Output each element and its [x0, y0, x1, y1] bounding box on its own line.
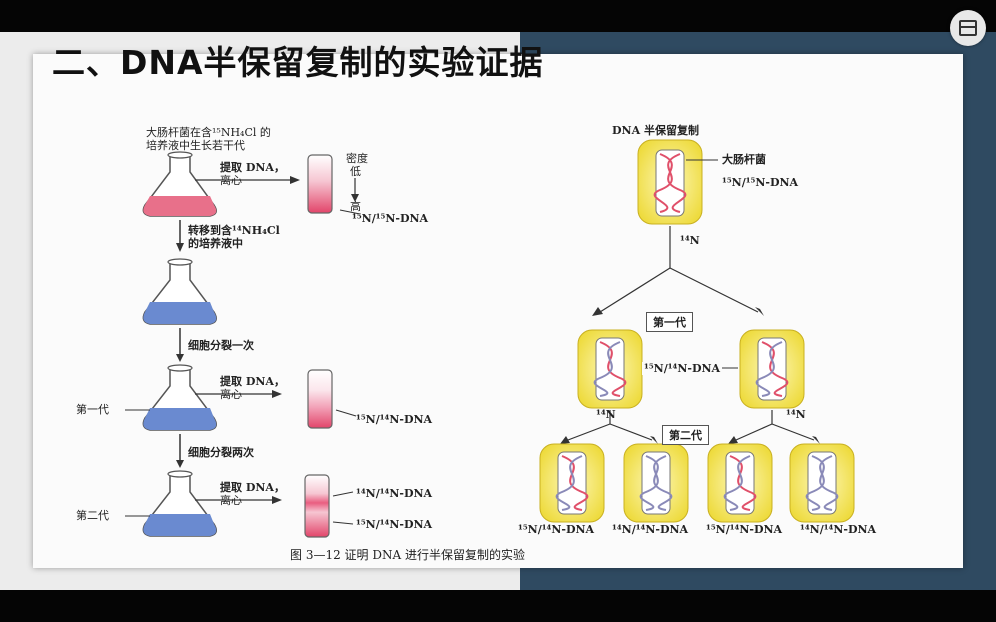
- label-transfer-1: 转移到含¹⁴NH₄Cl: [188, 224, 280, 237]
- flask-light-medium: [142, 258, 217, 325]
- gen2-cell-1: [539, 443, 605, 523]
- flask-generation-1: [142, 364, 217, 431]
- flask-heavy-medium: [142, 151, 217, 217]
- label-ecoli: 大肠杆菌: [722, 153, 766, 166]
- tube-1: [307, 154, 333, 214]
- label-gen2-dna-2: ¹⁴N/¹⁴N-DNA: [612, 523, 689, 536]
- label-grow-2: 培养液中生长若干代: [146, 139, 245, 152]
- gen2-cell-4: [789, 443, 855, 523]
- label-divide-twice: 细胞分裂两次: [188, 446, 254, 459]
- label-extract-1b: 离心: [220, 174, 242, 187]
- label-band-3a: ¹⁴N/¹⁴N-DNA: [356, 487, 433, 500]
- label-band-3b: ¹⁵N/¹⁴N-DNA: [356, 518, 433, 531]
- label-extract-3: 提取 DNA，: [220, 481, 285, 494]
- tube-2: [307, 369, 333, 429]
- label-generation-1: 第一代: [76, 403, 109, 416]
- gen2-cell-2: [623, 443, 689, 523]
- figure-caption: 图 3—12 证明 DNA 进行半保留复制的实验: [290, 548, 525, 562]
- label-extract-2: 提取 DNA，: [220, 375, 285, 388]
- label-extract-3b: 离心: [220, 494, 242, 507]
- label-gen2-dna-4: ¹⁴N/¹⁴N-DNA: [800, 523, 877, 536]
- label-box-generation-1: 第一代: [646, 312, 693, 332]
- label-density-low: 低: [350, 165, 361, 178]
- gen2-cell-3: [707, 443, 773, 523]
- slide-title: 二、DNA半保留复制的实验证据: [52, 43, 544, 82]
- label-gen1-dna: ¹⁵N/¹⁴N-DNA: [642, 362, 723, 375]
- parent-cell: [637, 139, 703, 225]
- label-density-high: 高: [350, 200, 361, 213]
- label-grow-1: 大肠杆菌在含¹⁵NH₄Cl 的: [146, 126, 271, 139]
- label-n14-right: ¹⁴N: [786, 408, 806, 421]
- label-density: 密度: [346, 152, 368, 165]
- label-divide-once: 细胞分裂一次: [188, 339, 254, 352]
- label-parent-dna: ¹⁵N/¹⁵N-DNA: [722, 176, 799, 189]
- label-extract-1: 提取 DNA，: [220, 161, 285, 174]
- bottom-black-bar: [0, 590, 996, 622]
- flask-generation-2: [142, 470, 217, 537]
- label-generation-2: 第二代: [76, 509, 109, 522]
- label-box-generation-2: 第二代: [662, 425, 709, 445]
- label-n14-top: ¹⁴N: [680, 234, 700, 247]
- minimize-window-button[interactable]: [950, 10, 986, 46]
- gen1-cell-left: [577, 329, 643, 409]
- top-black-bar: [0, 0, 996, 32]
- window-icon: [959, 20, 977, 36]
- label-dna-semi-conservative: DNA 半保留复制: [612, 124, 699, 137]
- label-extract-2b: 离心: [220, 388, 242, 401]
- label-gen2-dna-1: ¹⁵N/¹⁴N-DNA: [518, 523, 595, 536]
- label-band-2: ¹⁵N/¹⁴N-DNA: [356, 413, 433, 426]
- gen1-cell-right: [739, 329, 805, 409]
- label-n14-left: ¹⁴N: [596, 408, 616, 421]
- label-band-1: ¹⁵N/¹⁵N-DNA: [352, 212, 429, 225]
- tube-3: [304, 474, 330, 538]
- label-gen2-dna-3: ¹⁵N/¹⁴N-DNA: [706, 523, 783, 536]
- label-transfer-2: 的培养液中: [188, 237, 243, 250]
